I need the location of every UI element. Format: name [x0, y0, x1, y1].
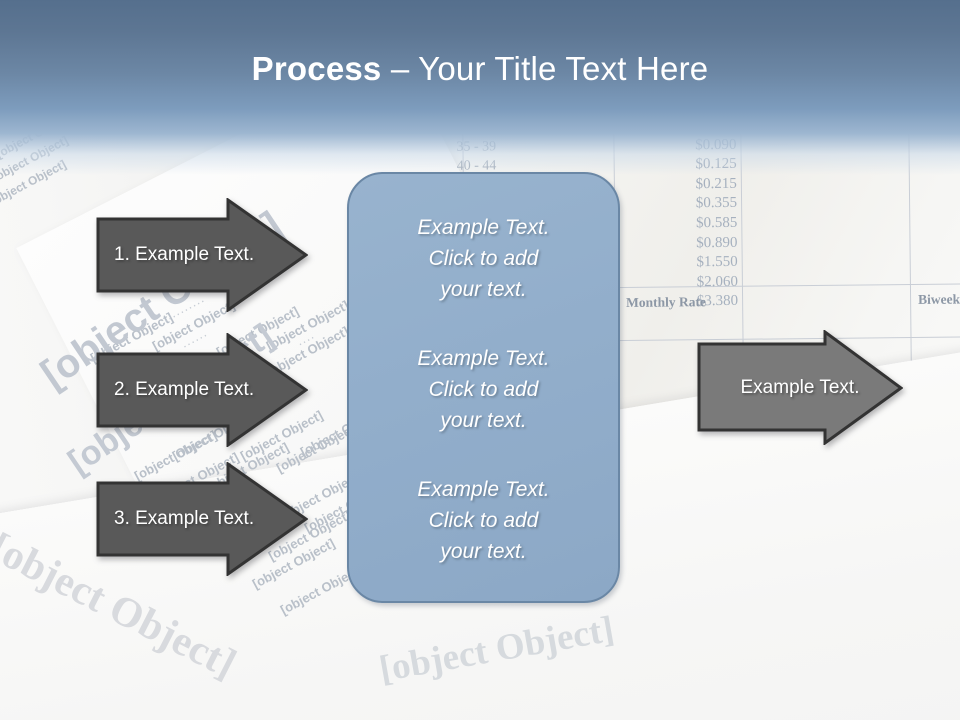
rate-cell: $0.215 — [695, 175, 737, 193]
content-panel-block-1: Example Text. Click to add your text. — [417, 216, 550, 301]
rate-cell: $2.060 — [696, 273, 738, 290]
rate-table-header: Biweekly — [918, 291, 960, 307]
result-arrow[interactable]: Example Text. — [697, 330, 903, 445]
content-panel-block-2: Example Text. Click to add your text. — [417, 347, 550, 432]
rate-cell: $0.355 — [695, 195, 738, 212]
process-arrow-3[interactable]: 3. Example Text. — [96, 462, 308, 576]
content-panel[interactable]: Example Text. Click to add your text. Ex… — [347, 172, 620, 603]
rate-table-header: Monthly Rate — [626, 294, 707, 310]
rate-cell: $0.585 — [695, 214, 738, 232]
page-title: Process – Your Title Text Here — [0, 50, 960, 88]
rate-cell: $0.890 — [696, 234, 738, 251]
process-arrow-1[interactable]: 1. Example Text. — [96, 198, 308, 312]
header-band — [0, 0, 960, 175]
process-arrow-2[interactable]: 2. Example Text. — [96, 333, 308, 447]
page-title-strong: Process — [251, 50, 382, 87]
rate-cell: $1.550 — [696, 253, 738, 271]
page-title-rest: – Your Title Text Here — [381, 50, 709, 87]
content-panel-block-3: Example Text. Click to add your text. — [417, 478, 550, 563]
